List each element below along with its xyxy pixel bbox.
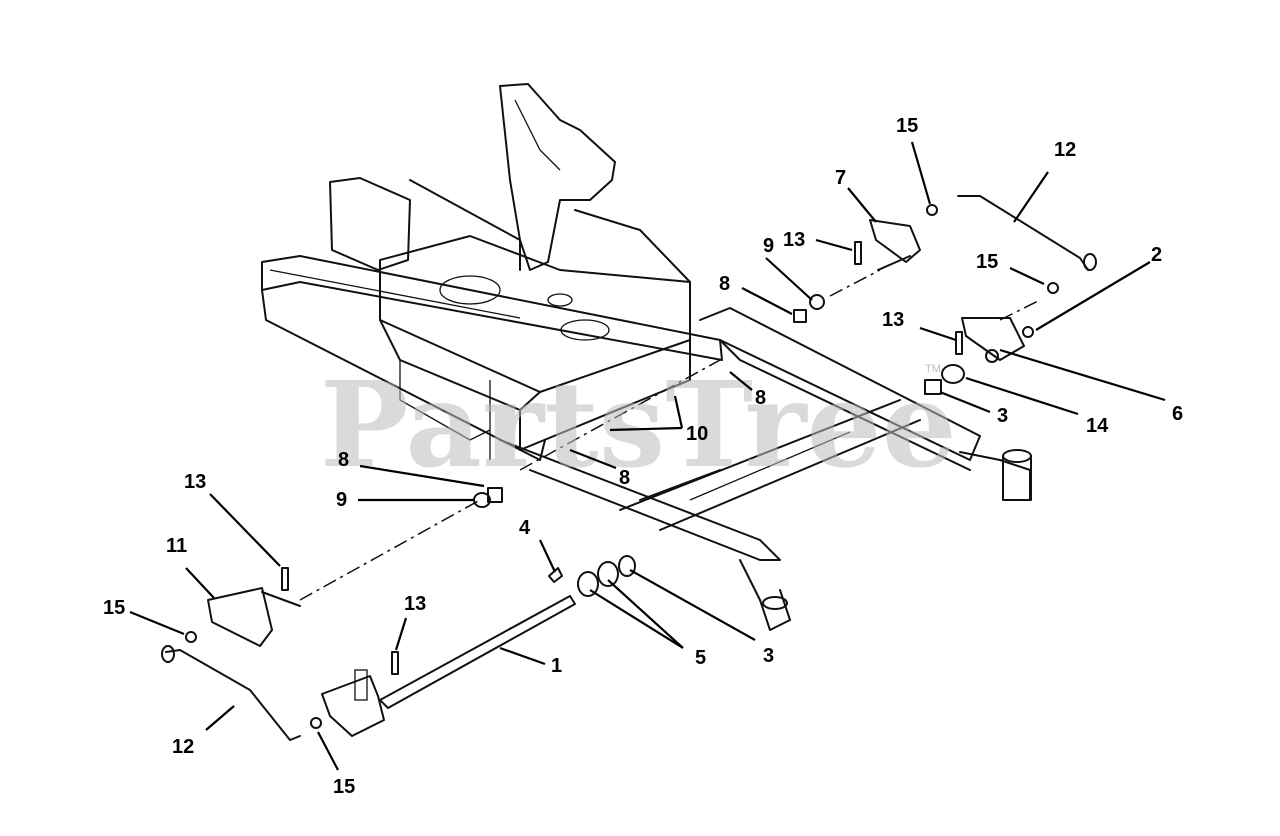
callout-7: 7	[835, 167, 846, 189]
callout-6: 6	[1172, 403, 1183, 425]
callout-13-lower: 13	[404, 593, 426, 615]
bracket-7	[869, 219, 921, 271]
callout-3-lower: 3	[763, 645, 774, 667]
callout-9-left: 9	[336, 489, 347, 511]
lower-frame	[499, 307, 1032, 631]
callout-15-top: 15	[896, 115, 918, 137]
washers-and-bushings	[185, 204, 1059, 729]
callout-2: 2	[1151, 244, 1162, 266]
main-frame	[261, 83, 723, 461]
callout-11: 11	[166, 535, 187, 557]
callout-13-left: 13	[184, 471, 206, 493]
callout-5: 5	[695, 647, 706, 669]
lift-rod	[321, 595, 576, 737]
callout-10: 10	[686, 423, 708, 445]
callout-13-upper: 13	[783, 229, 805, 251]
callout-14: 14	[1086, 415, 1109, 437]
callout-8-middle: 8	[755, 387, 766, 409]
watermark-trademark: TM	[925, 363, 941, 375]
alignment-lines	[299, 269, 1041, 601]
callout-8-left: 8	[338, 449, 349, 471]
link-rod-left	[161, 645, 301, 741]
callout-4: 4	[519, 517, 531, 539]
callout-15-bottom: 15	[333, 776, 355, 798]
callout-13-right: 13	[882, 309, 904, 331]
callout-8-center: 8	[619, 467, 630, 489]
callout-12-right: 12	[1054, 139, 1076, 161]
bracket-11	[207, 587, 301, 647]
callout-15-left: 15	[103, 597, 125, 619]
callout-15-right: 15	[976, 251, 998, 273]
watermark: PartsTree	[320, 355, 957, 494]
callout-labels: 1 2 3 3 4 5 6 7 8 8 8 8 9 9 10 11 12 12 …	[103, 115, 1183, 798]
leader-lines	[129, 141, 1166, 771]
callout-12-left: 12	[172, 736, 194, 758]
callout-1: 1	[551, 655, 562, 677]
callout-9-right: 9	[763, 235, 774, 257]
callout-3-right: 3	[997, 405, 1008, 427]
callout-8-upper: 8	[719, 273, 730, 295]
link-rod-right	[957, 195, 1097, 271]
